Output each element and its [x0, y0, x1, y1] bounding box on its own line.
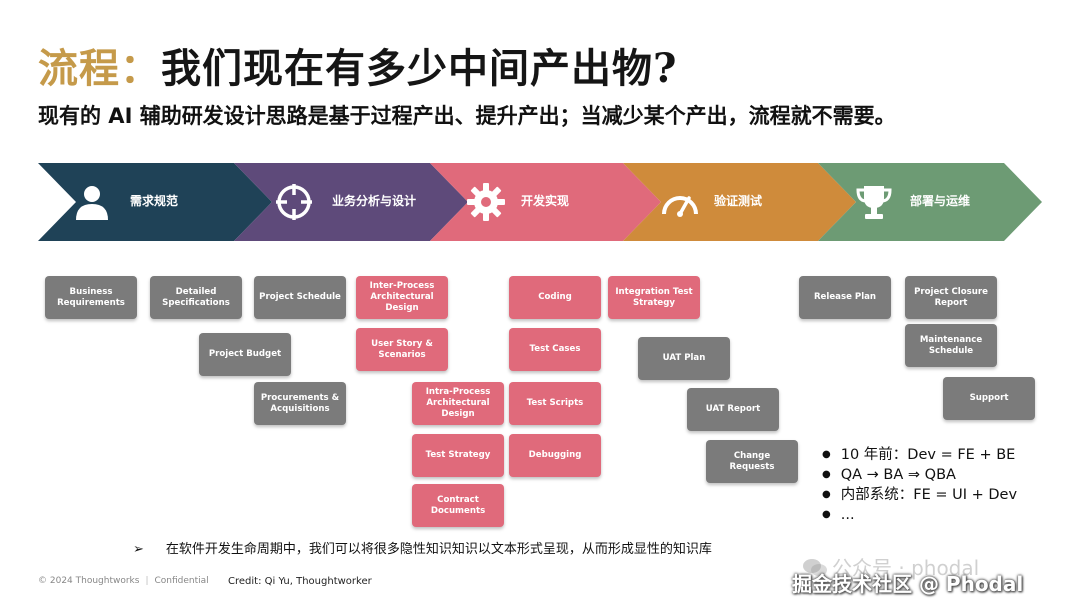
artifact-intra-process-design: Intra-Process Architectural Design [412, 382, 504, 425]
trophy-icon [856, 186, 892, 219]
chevron-stage-4 [623, 163, 856, 241]
chevron-stage-5 [818, 163, 1042, 241]
artifact-business-requirements: Business Requirements [45, 276, 137, 319]
artifact-procurements: Procurements & Acquisitions [254, 382, 346, 425]
artifact-detailed-specifications: Detailed Specifications [150, 276, 242, 319]
footer-left: © 2024 Thoughtworks | Confidential [38, 576, 209, 586]
chevron-stage-3 [430, 163, 661, 241]
artifact-test-strategy: Test Strategy [412, 434, 504, 477]
footer-confidential: Confidential [154, 576, 209, 586]
slide-title: 流程：我们现在有多少中间产出物? [38, 36, 677, 94]
process-chevron-band: 需求规范 业务分析与设计 开发实现 [38, 163, 1042, 241]
footer-separator: | [145, 576, 149, 586]
artifact-contract-documents: Contract Documents [412, 484, 504, 527]
person-icon [76, 186, 108, 220]
chevron-shapes [38, 163, 1042, 241]
artifact-test-cases: Test Cases [509, 328, 601, 371]
artifact-project-budget: Project Budget [199, 333, 291, 376]
wechat-icon [803, 559, 827, 576]
footer-copyright: © 2024 Thoughtworks [38, 576, 140, 586]
watermark-line1: 公众号 · phodal [832, 556, 980, 580]
stage-label-testing: 验证测试 [714, 194, 763, 208]
artifact-uat-plan: UAT Plan [638, 337, 730, 380]
artifact-project-closure-report: Project Closure Report [905, 276, 997, 319]
artifact-integration-test-strategy: Integration Test Strategy [608, 276, 700, 319]
artifact-coding: Coding [509, 276, 601, 319]
stage-label-analysis: 业务分析与设计 [332, 194, 417, 208]
bullet-list: 10 年前：Dev = FE + BE QA → BA ⇒ QBA 内部系统：F… [822, 446, 1017, 526]
crosshair-icon [276, 184, 312, 220]
bullet-item: 内部系统：FE = UI + Dev [822, 486, 1017, 506]
gear-icon [467, 183, 505, 221]
artifact-support: Support [943, 377, 1035, 420]
artifact-project-schedule: Project Schedule [254, 276, 346, 319]
arrow-bullet-icon: ➢ [133, 542, 144, 557]
chevron-stage-1 [38, 163, 272, 241]
artifact-change-requests: Change Requests [706, 440, 798, 483]
artifact-maintenance-schedule: Maintenance Schedule [905, 324, 997, 367]
artifact-uat-report: UAT Report [687, 388, 779, 431]
note-text: 在软件开发生命周期中，我们可以将很多隐性知识知识以文本形式呈现，从而形成显性的知… [165, 542, 712, 557]
artifact-release-plan: Release Plan [799, 276, 891, 319]
stage-label-deploy: 部署与运维 [910, 194, 971, 208]
artifact-user-story: User Story & Scenarios [356, 328, 448, 371]
title-main: 我们现在有多少中间产出物? [161, 45, 678, 92]
slide-subtitle: 现有的 AI 辅助研发设计思路是基于过程产出、提升产出；当减少某个产出，流程就不… [38, 104, 896, 128]
gauge-icon [662, 196, 698, 217]
watermark-wechat: 公众号 · phodal [802, 552, 979, 581]
chevron-stage-2 [234, 163, 468, 241]
stage-label-development: 开发实现 [521, 194, 570, 208]
footer-credit: Credit: Qi Yu, Thoughtworker [228, 576, 372, 587]
artifact-debugging: Debugging [509, 434, 601, 477]
stage-label-requirements: 需求规范 [130, 194, 179, 208]
bullet-item: 10 年前：Dev = FE + BE [822, 446, 1017, 466]
bullet-item: ... [822, 506, 1017, 526]
watermark-juejin: 掘金技术社区 @ Phodal [792, 572, 1024, 596]
artifact-test-scripts: Test Scripts [509, 382, 601, 425]
title-accent: 流程： [38, 45, 161, 92]
bottom-note: ➢ 在软件开发生命周期中，我们可以将很多隐性知识知识以文本形式呈现，从而形成显性的… [133, 538, 712, 557]
artifact-inter-process-design: Inter-Process Architectural Design [356, 276, 448, 319]
bullet-item: QA → BA ⇒ QBA [822, 466, 1017, 486]
